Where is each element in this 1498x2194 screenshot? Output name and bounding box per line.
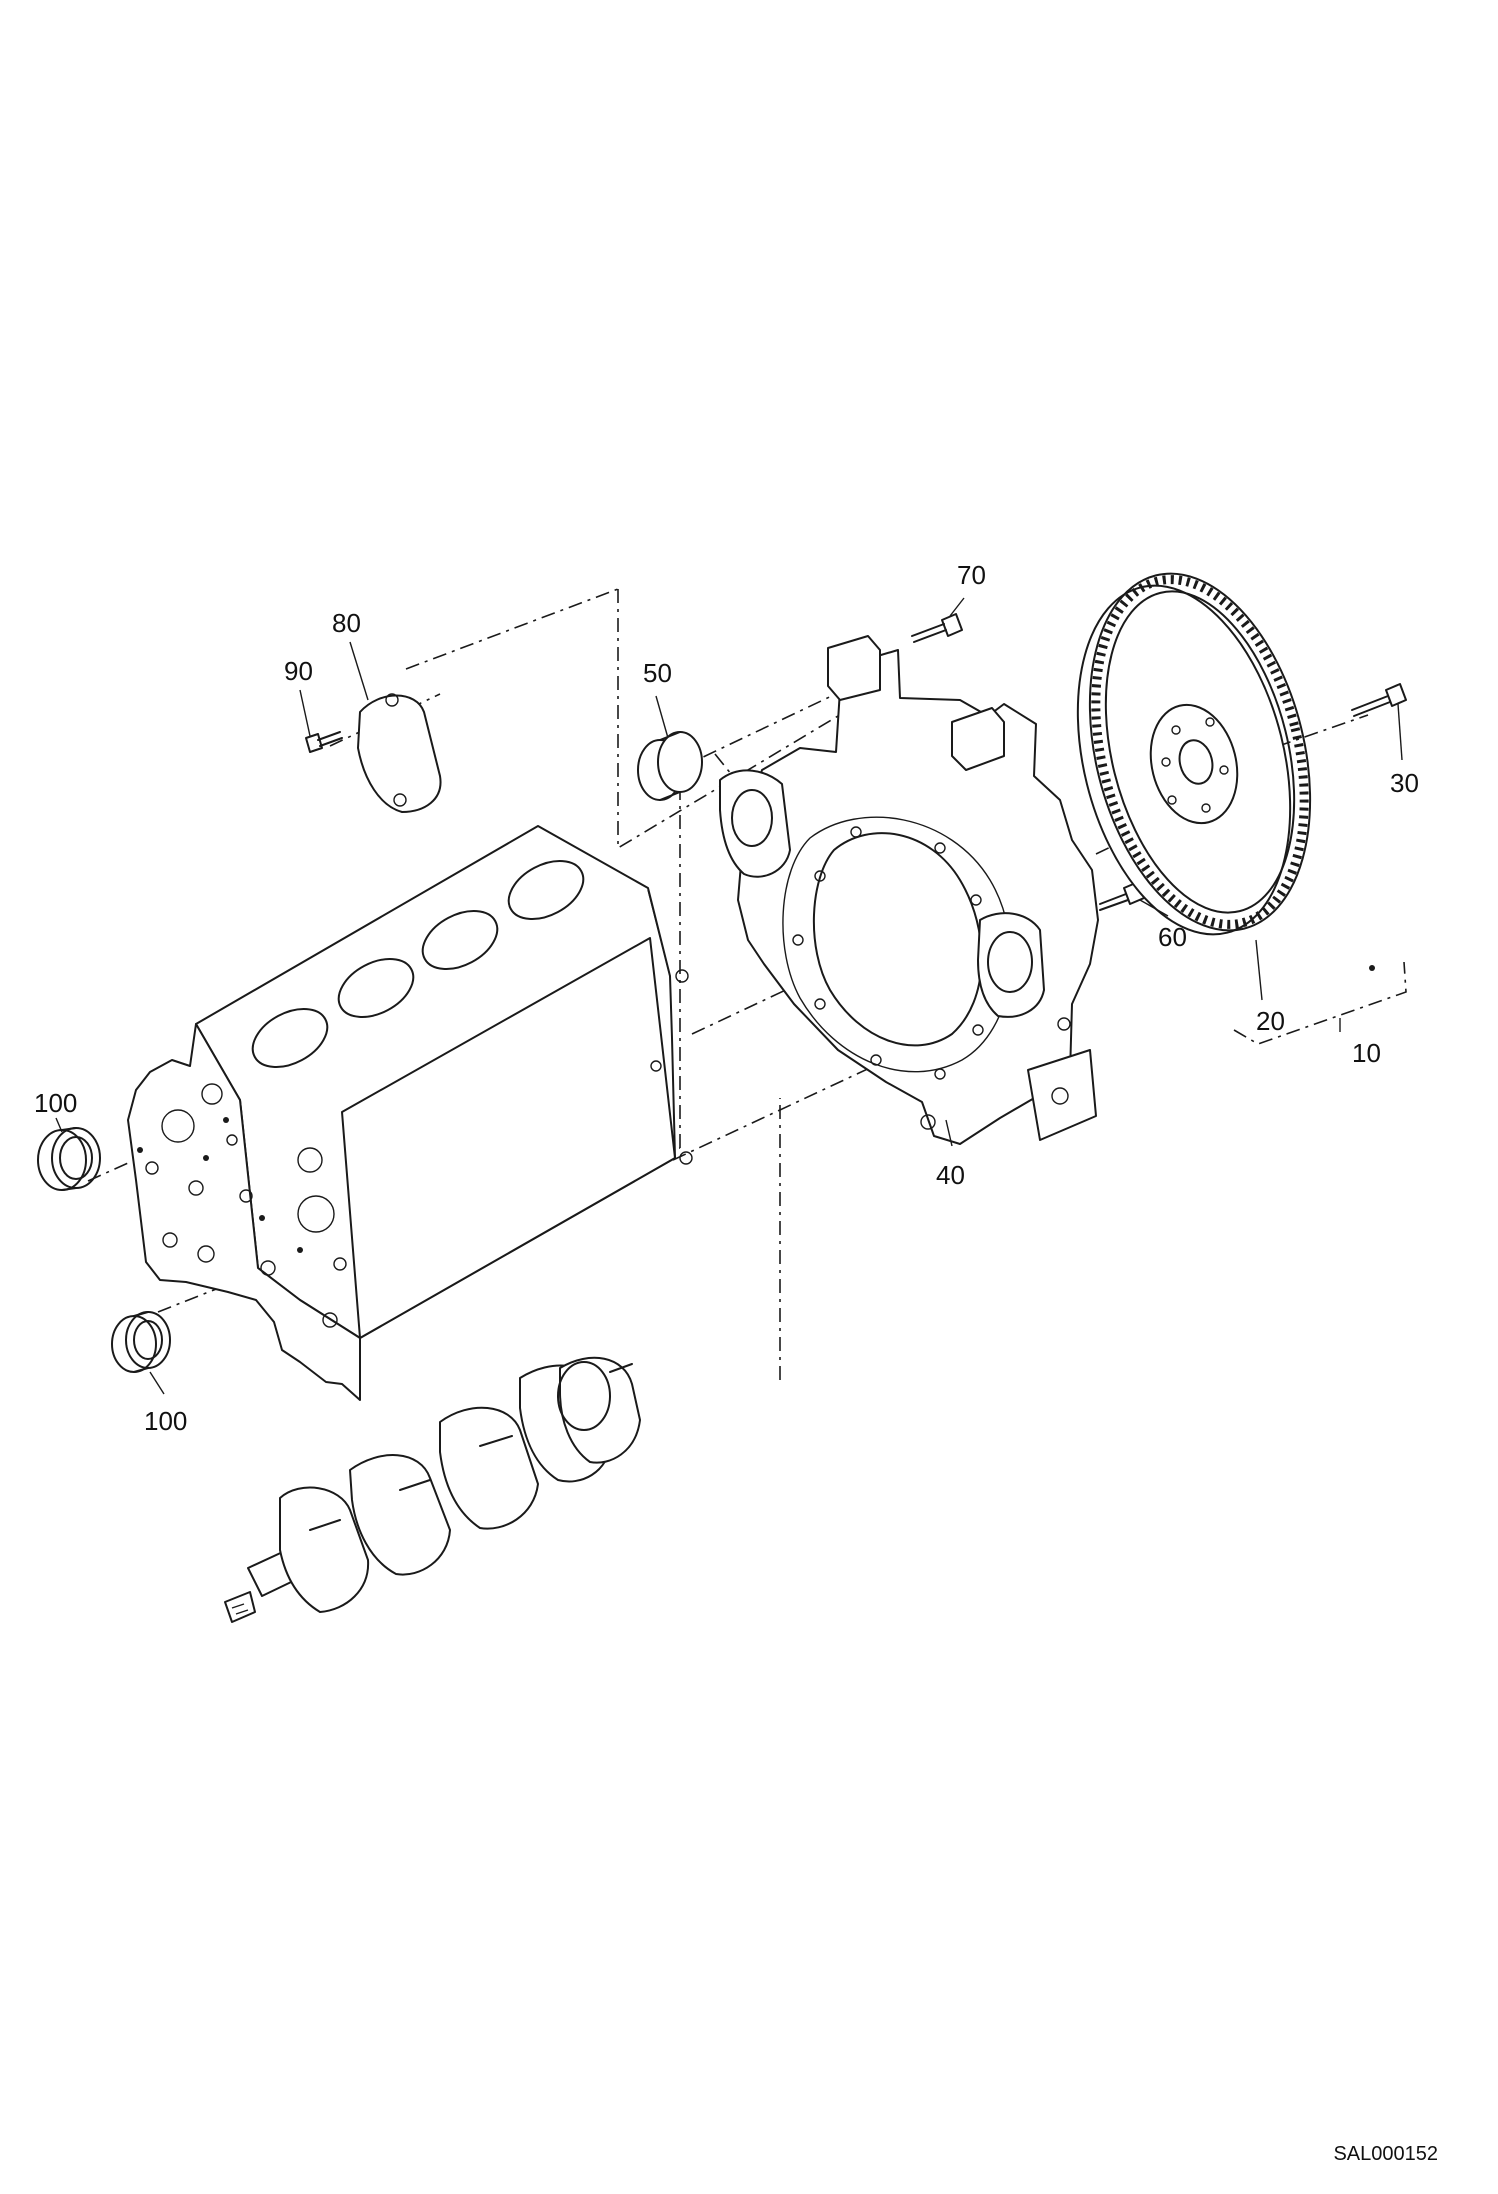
callout-20: 20 (1256, 1006, 1285, 1036)
callout-labels: 10 20 30 40 50 60 70 80 90 100 100 (34, 560, 1419, 1436)
callout-90: 90 (284, 656, 313, 686)
callout-100-upper: 100 (34, 1088, 77, 1118)
callout-80: 80 (332, 608, 361, 638)
callout-60: 60 (1158, 922, 1187, 952)
callout-70: 70 (957, 560, 986, 590)
flywheel-housing (719, 635, 1099, 1145)
housing-bolt-upper (911, 613, 963, 643)
plug (637, 731, 703, 801)
reference-code: SAL000152 (1333, 2143, 1438, 2165)
callout-10: 10 (1352, 1038, 1381, 1068)
engine-block (127, 825, 693, 1401)
cover-plate (357, 693, 442, 813)
rear-seal-lower (111, 1311, 171, 1373)
rear-seal-upper (37, 1127, 101, 1191)
flywheel-bolt (1351, 683, 1407, 717)
crankshaft (224, 1356, 641, 1623)
callout-30: 30 (1390, 768, 1419, 798)
callout-100-lower: 100 (144, 1406, 187, 1436)
flywheel-ring-gear (1076, 572, 1375, 971)
cover-bolt (305, 731, 343, 753)
callout-50: 50 (643, 658, 672, 688)
leader-lines (55, 597, 1407, 1395)
callout-40: 40 (936, 1160, 965, 1190)
